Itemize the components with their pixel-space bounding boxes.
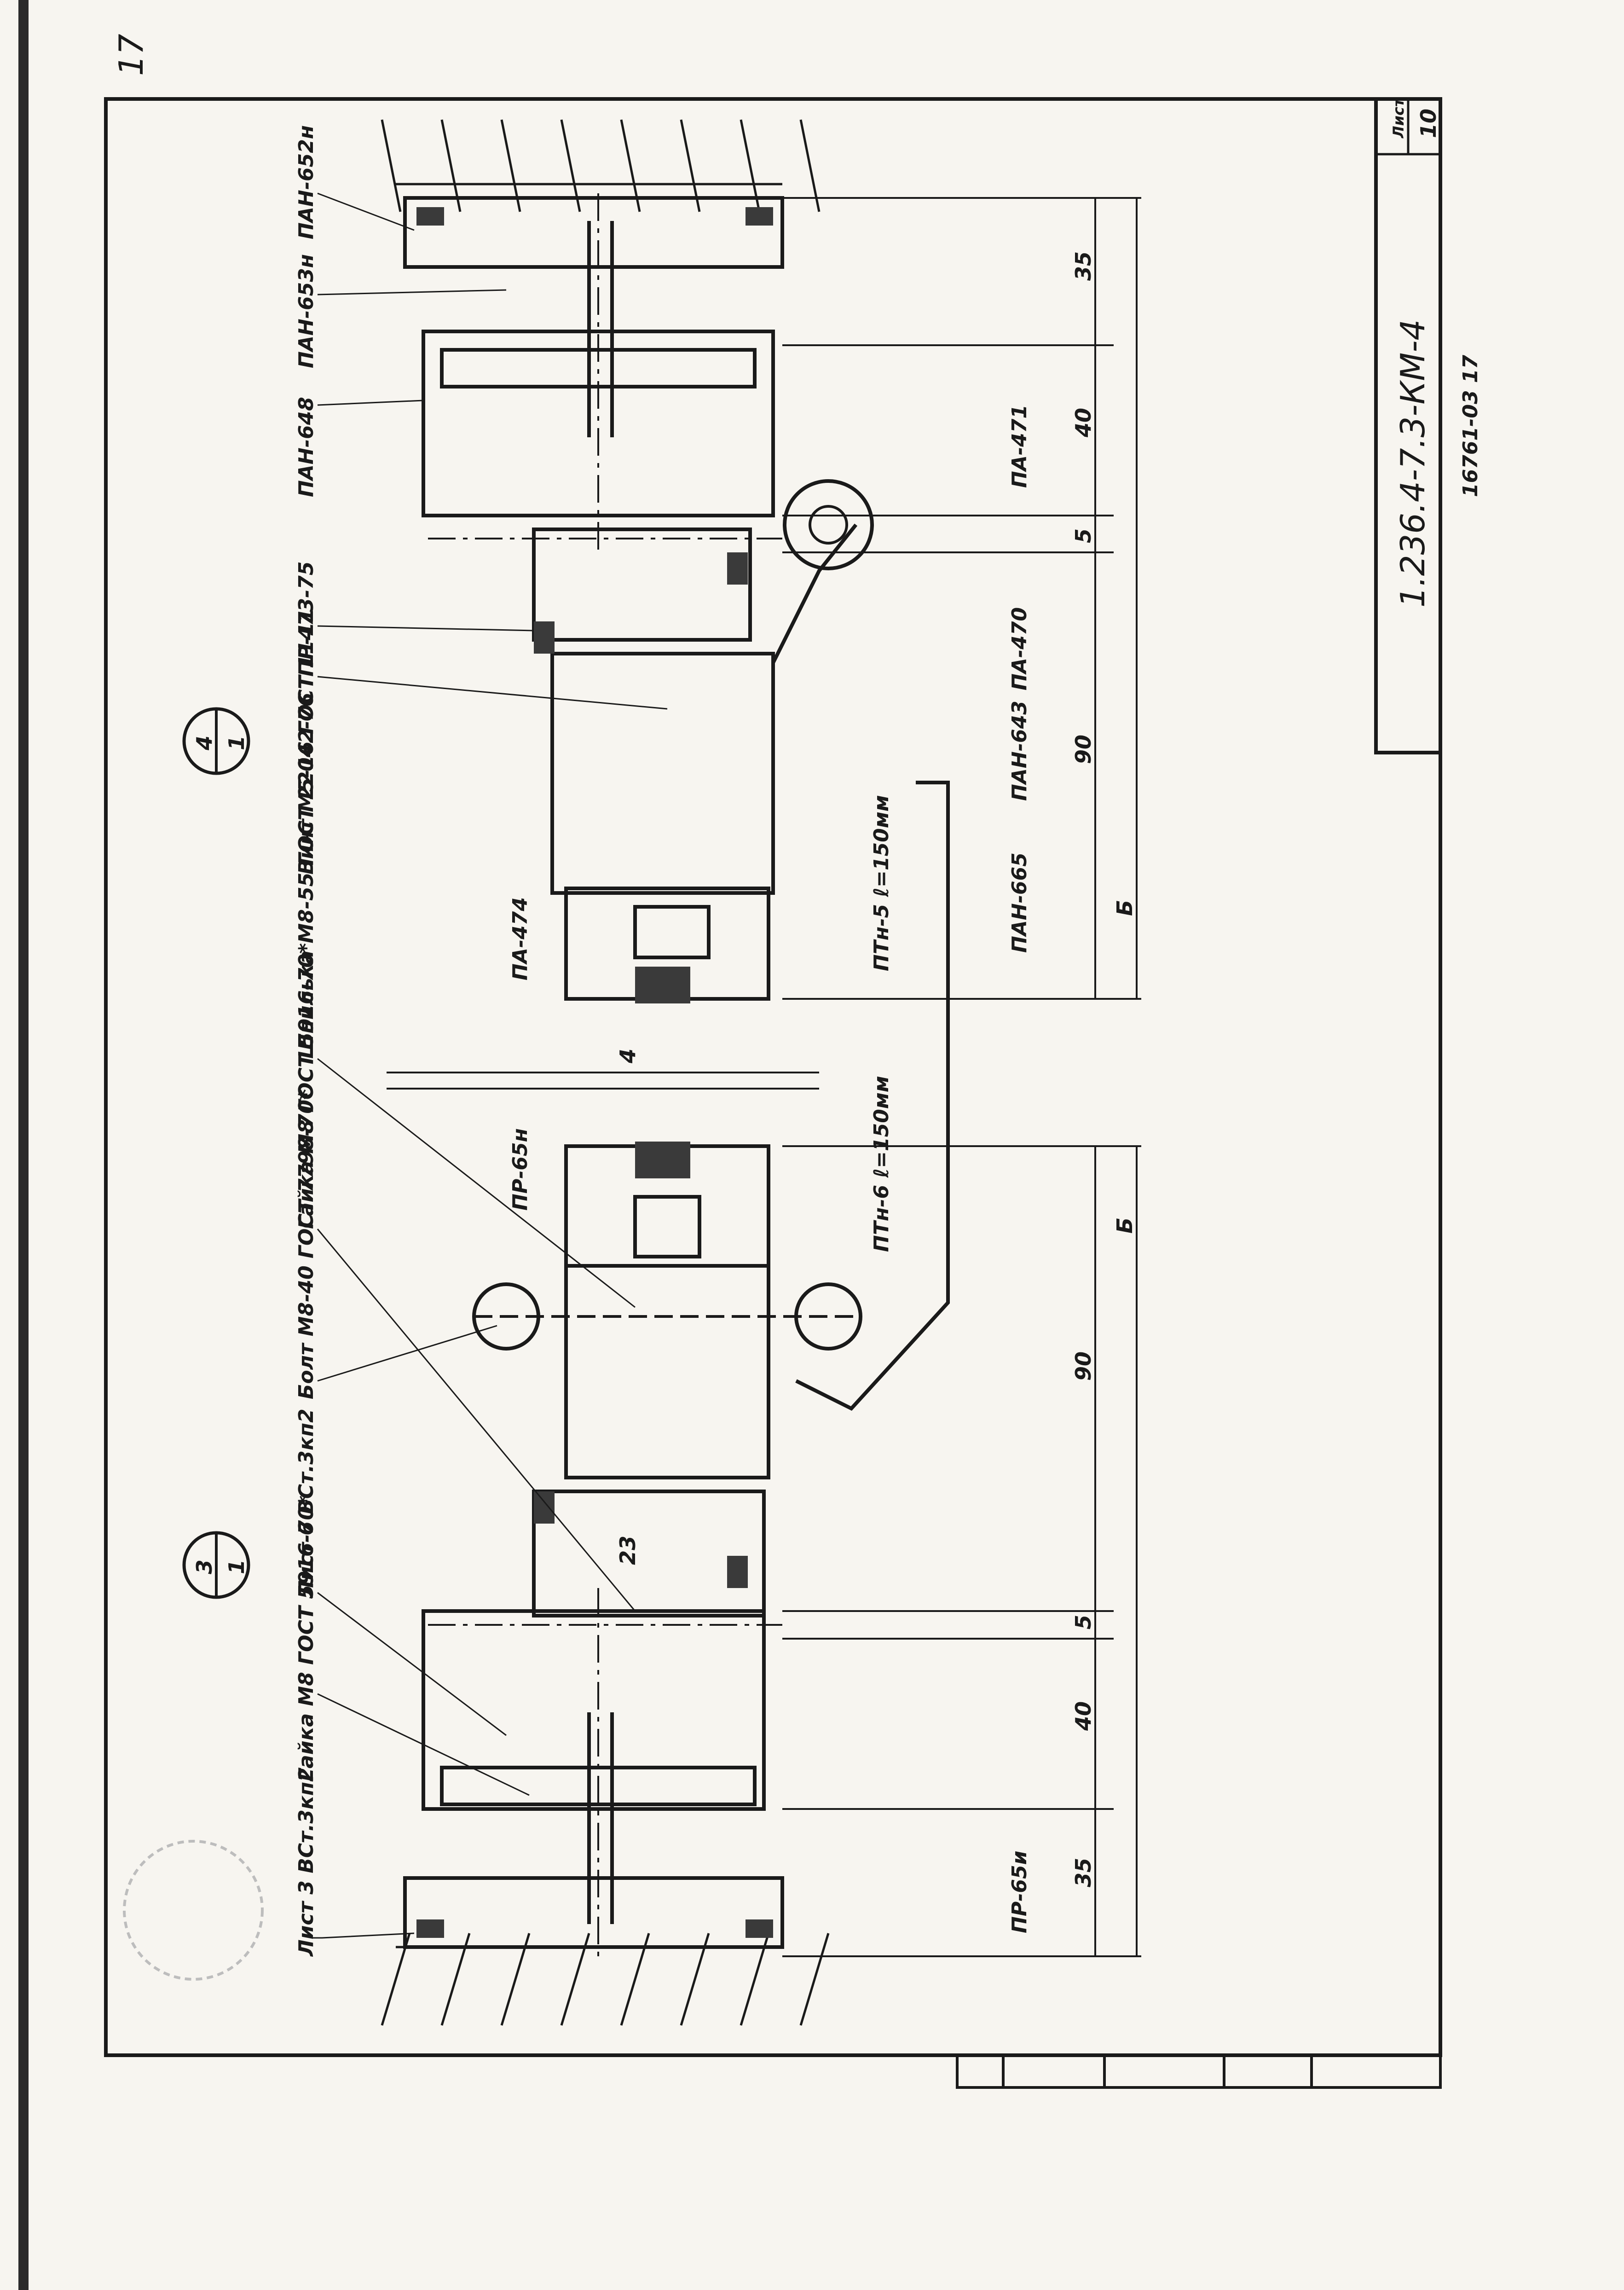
label-pa-474: ПА-474	[509, 897, 532, 980]
label-pan-643: ПАН-643	[1008, 701, 1031, 801]
insert-ptn-6	[633, 1195, 701, 1258]
label-screw-m5-16: Винт М5-16 ГОСТ 11473-75	[295, 562, 318, 875]
drawing-designation: 1.236.4-7.3-КМ-4	[1393, 319, 1432, 608]
dim-23: 23	[615, 1536, 640, 1565]
frame-profile-pan-648	[422, 330, 775, 517]
top-cap-profile	[403, 196, 784, 269]
dim-35-bottom: 35	[1071, 1858, 1096, 1887]
title-block: Лист 10 1.236.4-7.3-КМ-4	[1374, 97, 1442, 754]
label-list6: Лист 6 ВСт.3кп2	[295, 1409, 318, 1598]
archive-number: 16761-03 17	[1459, 354, 1482, 497]
binding-edge	[18, 0, 29, 2290]
label-nut-m8-bottom: Гайка М8 ГОСТ 5916-70*	[295, 1496, 318, 1781]
dimension-texts: 35 40 5 90 Б Б 90 5 40 35 23 4	[615, 251, 1137, 1887]
dim-4: 4	[615, 1049, 640, 1064]
dimension-lines	[782, 197, 1141, 1957]
section-3-top: 3	[192, 1560, 217, 1574]
sheet-number: 10	[1416, 109, 1441, 138]
label-pan-653n: ПАН-653н	[295, 254, 318, 368]
section-4-top: 4	[192, 736, 217, 751]
bottom-stamp-strip	[956, 2054, 1442, 2089]
part-labels: Лист 3 ВСт.3кп2 Гайка М8 ГОСТ 5916-70* Л…	[295, 125, 1031, 1957]
dim-b-bottom: Б	[1112, 1217, 1137, 1234]
label-stud-m8-55: Шпилька М8-55 ГОСТ 22042-76	[295, 693, 318, 1059]
seals	[416, 207, 773, 1938]
label-pan-648: ПАН-648	[295, 397, 318, 497]
hinge-circle	[783, 479, 874, 570]
section-3-bottom: 1	[224, 1560, 249, 1574]
dim-90-bottom: 90	[1071, 1351, 1096, 1381]
label-nut-m8: Гайка М8 ГОСТ 5916-70*	[295, 943, 318, 1229]
centre-lines	[428, 193, 782, 1961]
label-pa-471: ПА-471	[1008, 405, 1031, 488]
section-4-bottom: 1	[224, 736, 249, 750]
dim-b-top: Б	[1112, 900, 1137, 916]
bottom-cap-profile	[403, 1876, 784, 1949]
label-pan-652n: ПАН-652н	[295, 125, 318, 239]
label-pa-470: ПА-470	[1008, 607, 1031, 690]
coupling-profile-pa-470	[532, 528, 752, 642]
box-profile-upper	[550, 652, 775, 895]
label-bolt-m8-40: Болт М8-40 ГОСТ 7798-70*	[295, 1089, 318, 1399]
corner-mark: 17	[112, 34, 150, 76]
label-ptn-5: ПТн-5 ℓ=150мм	[870, 795, 893, 971]
dim-35-top: 35	[1071, 251, 1096, 281]
label-pr-11: ПР-11	[295, 608, 318, 677]
frame-profile-lower	[422, 1609, 766, 1811]
dim-40-bottom: 40	[1071, 1701, 1096, 1731]
coupling-profile-lower	[532, 1490, 766, 1617]
label-pr-65n: ПР-65н	[509, 1128, 532, 1211]
glazing-bead-pan-665	[795, 781, 950, 1411]
label-ptn-6: ПТн-6 ℓ=150мм	[870, 1076, 893, 1252]
sheet-label: Лист	[1390, 97, 1407, 139]
faded-stamp	[123, 1840, 264, 1981]
section-marker-4-1: 4 1	[182, 707, 250, 775]
box-profile-lower	[564, 1264, 770, 1479]
dim-5-top: 5	[1071, 528, 1096, 543]
dim-90-top: 90	[1071, 735, 1096, 764]
insert-ptn-5	[633, 905, 711, 959]
label-list3: Лист 3 ВСт.3кп2	[295, 1768, 318, 1957]
label-pr-65i: ПР-65и	[1008, 1851, 1031, 1933]
hinge-arm	[771, 523, 858, 664]
dim-40-top: 40	[1071, 408, 1096, 438]
section-marker-3-1: 3 1	[182, 1531, 250, 1599]
drawing-frame	[104, 97, 1442, 2057]
leader-lines	[313, 192, 668, 1939]
label-pan-665: ПАН-665	[1008, 852, 1031, 953]
dim-5-bottom: 5	[1071, 1615, 1096, 1629]
